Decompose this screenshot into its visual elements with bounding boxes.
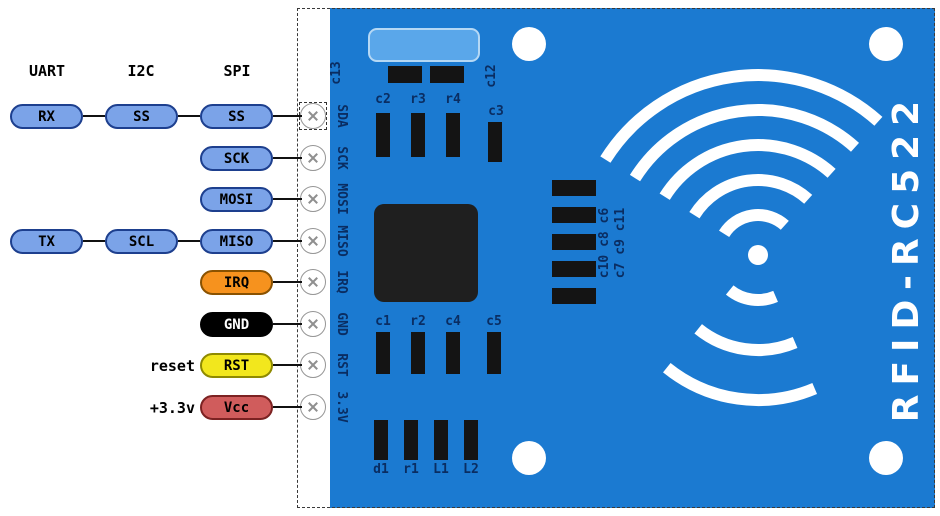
- pin-hole-rst: [300, 352, 326, 378]
- pill-uart-rx: RX: [10, 104, 83, 129]
- bus-header-i2c: I2C: [127, 62, 155, 80]
- smd-component: [376, 113, 390, 157]
- wire: [178, 115, 200, 117]
- note-reset: reset: [149, 357, 195, 375]
- wire: [273, 198, 302, 200]
- silk-label-l1: L1: [433, 462, 449, 477]
- wire: [83, 115, 105, 117]
- pill-spi-mosi: MOSI: [200, 187, 273, 212]
- silk-label-r2: r2: [410, 314, 426, 329]
- pin-hole-miso: [300, 228, 326, 254]
- pin-hole-irq: [300, 269, 326, 295]
- pin-hole-mosi: [300, 186, 326, 212]
- silk-label-c4: c4: [445, 314, 461, 329]
- smd-component: [552, 207, 596, 223]
- pill-irq: IRQ: [200, 270, 273, 295]
- smd-component: [411, 113, 425, 157]
- smd-component: [376, 332, 390, 374]
- pill-uart-tx: TX: [10, 229, 83, 254]
- smd-component: [446, 113, 460, 157]
- board-name-label: RFID-RC522: [886, 91, 927, 423]
- bus-header-spi: SPI: [223, 62, 251, 80]
- smd-component: [430, 66, 464, 83]
- mounting-hole: [512, 441, 546, 475]
- pill-spi-sck: SCK: [200, 146, 273, 171]
- note-3v3: +3.3v: [149, 399, 195, 417]
- mounting-hole: [512, 27, 546, 61]
- wire: [273, 406, 302, 408]
- silk-label-r4: r4: [445, 92, 461, 107]
- wire: [273, 240, 302, 242]
- smd-component: [446, 332, 460, 374]
- pin-hole-gnd: [300, 311, 326, 337]
- antenna-waves-icon: [600, 69, 883, 407]
- silk-label-c5: c5: [486, 314, 502, 329]
- wire: [178, 240, 200, 242]
- smd-component: [404, 420, 418, 460]
- pin-hole-sda: [300, 103, 326, 129]
- silk-label-l2: L2: [463, 462, 479, 477]
- pill-i2c-ss: SS: [105, 104, 178, 129]
- wire: [273, 281, 302, 283]
- mounting-hole: [869, 441, 903, 475]
- bus-header-uart: UART: [28, 62, 66, 80]
- smd-component: [552, 234, 596, 250]
- wire: [273, 364, 302, 366]
- wire: [273, 115, 302, 117]
- silk-label-r3: r3: [410, 92, 426, 107]
- smd-component: [488, 122, 502, 162]
- smd-component: [487, 332, 501, 374]
- smd-component: [434, 420, 448, 460]
- pill-gnd: GND: [200, 312, 273, 337]
- pill-i2c-scl: SCL: [105, 229, 178, 254]
- silk-label-d1: d1: [373, 462, 389, 477]
- pin-name-3v3: 3.3V: [334, 391, 349, 423]
- pill-vcc: Vcc: [200, 395, 273, 420]
- smd-component: [552, 180, 596, 196]
- silk-label-c2: c2: [375, 92, 391, 107]
- silk-label-c3: c3: [488, 104, 504, 119]
- wire: [273, 323, 302, 325]
- pin-hole-sck: [300, 145, 326, 171]
- pill-spi-miso: MISO: [200, 229, 273, 254]
- wire: [273, 157, 302, 159]
- silk-label-r1: r1: [403, 462, 419, 477]
- silk-label-c12: c12: [484, 64, 499, 88]
- pill-spi-ss: SS: [200, 104, 273, 129]
- smd-component: [411, 332, 425, 374]
- crystal-oscillator: [368, 28, 480, 62]
- smd-component: [464, 420, 478, 460]
- smd-component: [552, 261, 596, 277]
- wire: [83, 240, 105, 242]
- smd-component: [374, 420, 388, 460]
- smd-component: [552, 288, 596, 304]
- mfrc522-chip: [374, 204, 478, 302]
- silk-label-c1: c1: [375, 314, 391, 329]
- smd-component: [388, 66, 422, 83]
- pill-rst: RST: [200, 353, 273, 378]
- pin-hole-vcc: [300, 394, 326, 420]
- mounting-hole: [869, 27, 903, 61]
